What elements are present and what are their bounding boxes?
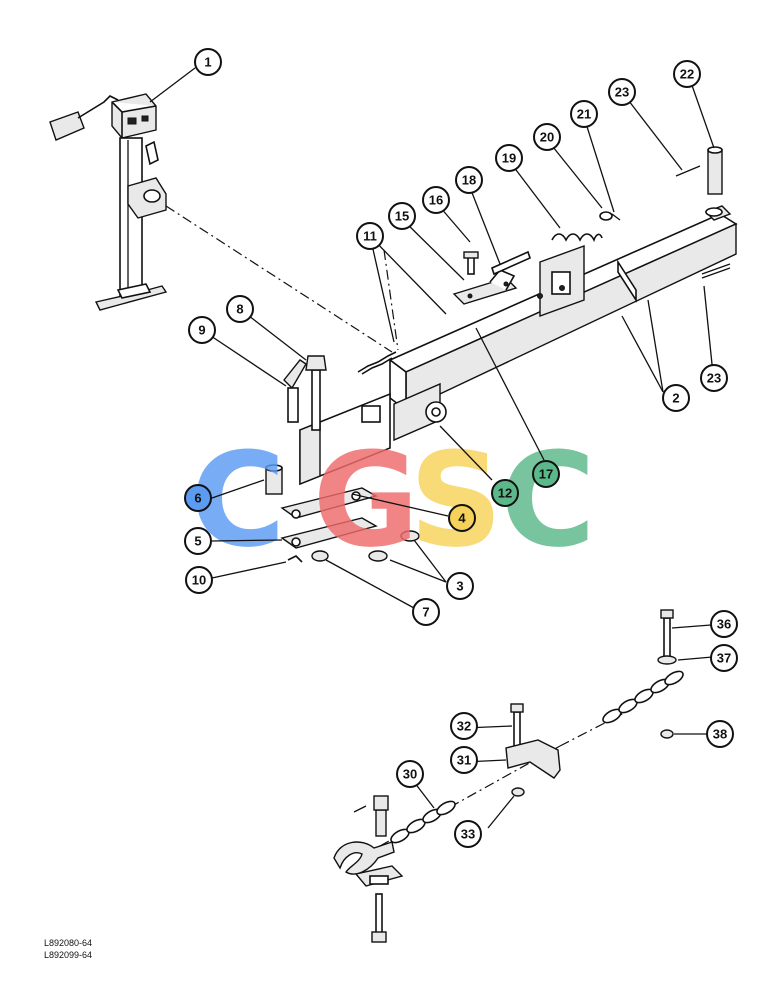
callout: 15 [388, 202, 416, 230]
callout: 4 [448, 504, 476, 532]
callout-label: 15 [395, 209, 409, 224]
chain-bracket [452, 146, 731, 305]
callout-label: 17 [539, 467, 553, 482]
callout: 23 [608, 78, 636, 106]
callout-label: 38 [713, 727, 727, 742]
jack-stand [49, 93, 168, 311]
callout-label: 18 [462, 173, 476, 188]
callout: 33 [454, 820, 482, 848]
callout: 30 [396, 760, 424, 788]
callout-label: 23 [707, 371, 721, 386]
assembly-line-jack [165, 205, 393, 353]
chain-links-upper [602, 670, 684, 724]
callout: 32 [450, 712, 478, 740]
callout: 38 [706, 720, 734, 748]
callout-label: 19 [502, 151, 516, 166]
callout-label: 32 [457, 719, 471, 734]
frame-tube [299, 205, 738, 486]
callout-label: 1 [204, 55, 211, 70]
callout-label: 16 [429, 193, 443, 208]
callout-label: 7 [422, 605, 429, 620]
callout: 21 [570, 100, 598, 128]
watermark-letter: G [313, 424, 420, 576]
callout: 12 [491, 479, 519, 507]
callout: 11 [356, 222, 384, 250]
callout: 16 [422, 186, 450, 214]
callout: 5 [184, 527, 212, 555]
callout-label: 5 [194, 534, 201, 549]
hitch-parts [265, 355, 420, 563]
callout-label: 9 [198, 323, 205, 338]
callout-label: 3 [456, 579, 463, 594]
callout: 31 [450, 746, 478, 774]
chain-11 [357, 351, 397, 375]
callout-label: 31 [457, 753, 471, 768]
callout: 10 [185, 566, 213, 594]
callout: 6 [184, 484, 212, 512]
callout: 37 [710, 644, 738, 672]
callout-leaders [149, 67, 725, 829]
chain-links-30 [390, 800, 456, 844]
watermark: C G S C [190, 424, 595, 576]
callout-label: 4 [458, 511, 466, 526]
callout: 23 [700, 364, 728, 392]
callout: 7 [412, 598, 440, 626]
callout-label: 37 [717, 651, 731, 666]
callout-label: 20 [540, 130, 554, 145]
callout-label: 22 [680, 67, 694, 82]
callout: 1 [194, 48, 222, 76]
callout-label: 12 [498, 486, 512, 501]
callout: 3 [446, 572, 474, 600]
callout-label: 21 [577, 107, 591, 122]
safety-chain-assembly [333, 609, 684, 943]
callout: 36 [710, 610, 738, 638]
callout-label: 36 [717, 617, 731, 632]
callout: 20 [533, 123, 561, 151]
callout-label: 2 [672, 391, 679, 406]
callout: 9 [188, 316, 216, 344]
callout: 17 [532, 460, 560, 488]
callout: 19 [495, 144, 523, 172]
callout-label: 30 [403, 767, 417, 782]
callout: 18 [455, 166, 483, 194]
callout-label: 10 [192, 573, 206, 588]
callout-label: 8 [236, 302, 243, 317]
callout: 2 [662, 384, 690, 412]
watermark-letter: S [409, 424, 503, 576]
drawing-code: L892080-64 [44, 938, 93, 948]
assembly-line-11 [383, 249, 399, 351]
callout-label: 11 [363, 229, 377, 244]
callout: 8 [226, 295, 254, 323]
callout-label: 33 [461, 827, 475, 842]
callout: 22 [673, 60, 701, 88]
drawing-code: L892099-64 [44, 950, 93, 960]
callout-label: 23 [615, 85, 629, 100]
callout-label: 6 [194, 491, 201, 506]
